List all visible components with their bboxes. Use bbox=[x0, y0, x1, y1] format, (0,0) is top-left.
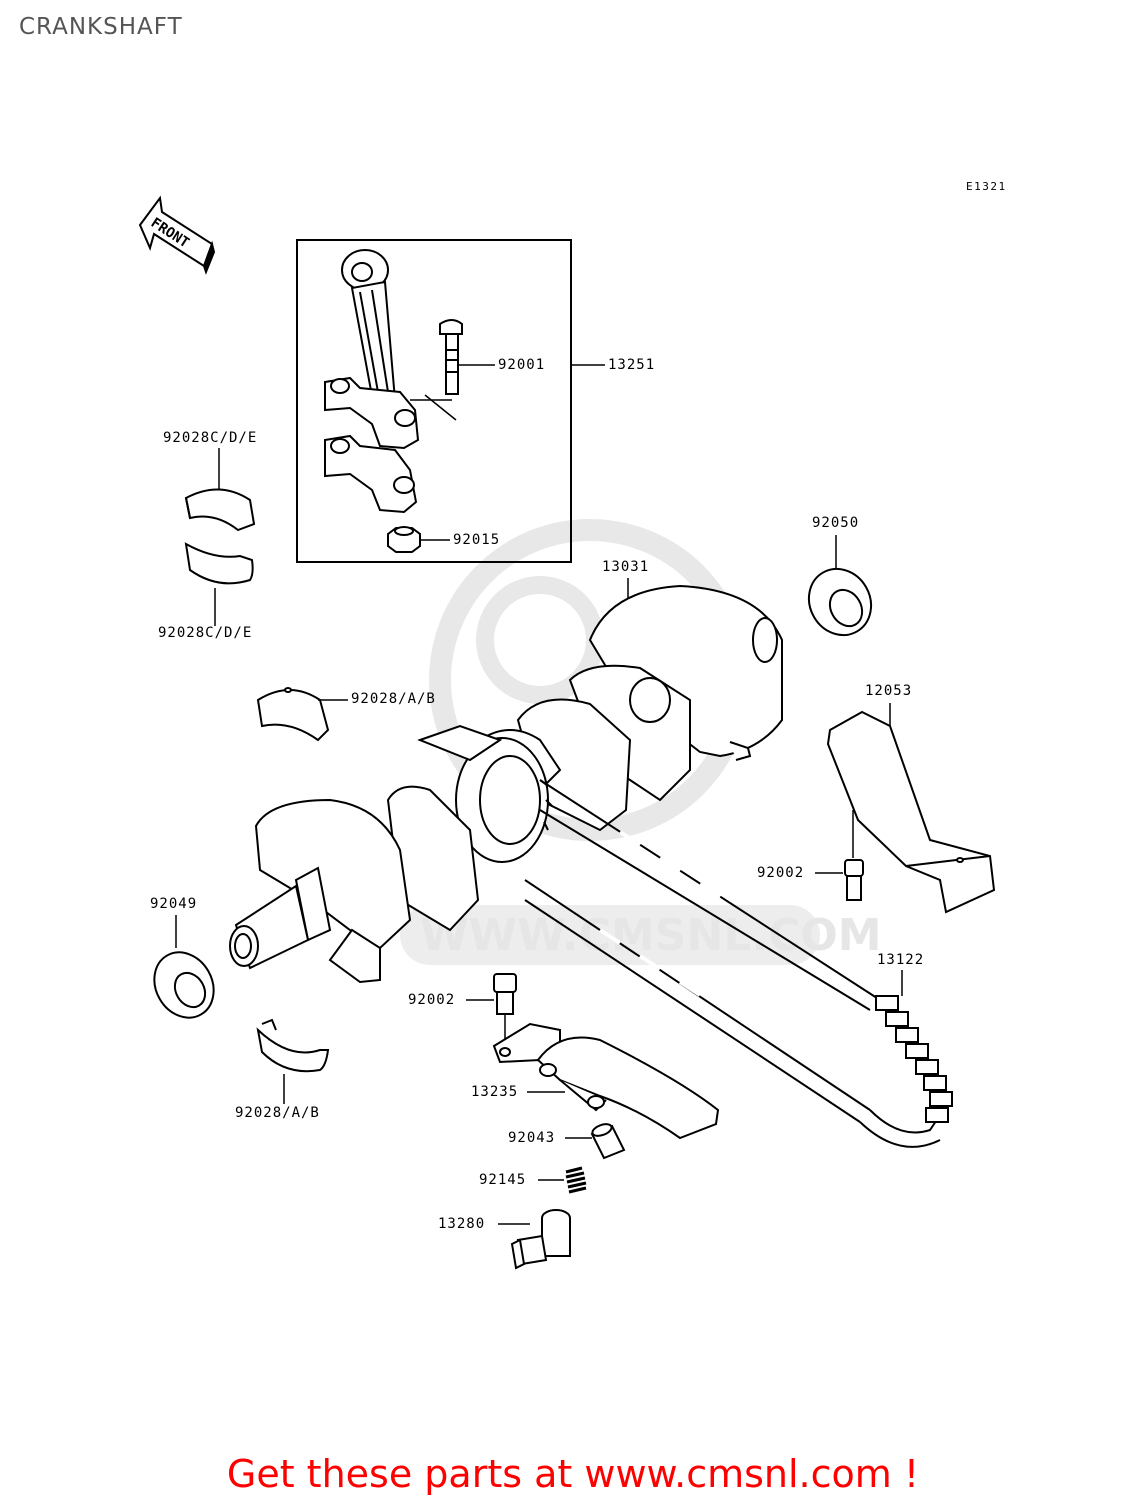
watermark: WWW.CMSNL.COM bbox=[400, 519, 882, 965]
tensioner-plug bbox=[510, 1209, 571, 1270]
part-label-92028ab-top[interactable]: 92028/A/B bbox=[351, 691, 436, 707]
bearing-shell-lower bbox=[184, 542, 254, 585]
part-label-92043[interactable]: 92043 bbox=[508, 1130, 555, 1146]
parts-diagram: WWW.CMSNL.COM E1321 FRONT 92001 13251 bbox=[138, 180, 1007, 1270]
main-bearing-upper bbox=[256, 687, 330, 742]
diagram-code: E1321 bbox=[966, 180, 1007, 193]
part-label-92028cde-top[interactable]: 92028C/D/E bbox=[163, 430, 257, 446]
part-label-92050[interactable]: 92050 bbox=[812, 515, 859, 531]
footer-cta-link[interactable]: Get these parts at www.cmsnl.com ! bbox=[226, 1452, 920, 1496]
bolt-left bbox=[493, 973, 517, 1015]
part-label-12053[interactable]: 12053 bbox=[865, 683, 912, 699]
connecting-rod bbox=[324, 249, 420, 514]
footer-link-container: Get these parts at www.cmsnl.com ! bbox=[0, 1452, 1146, 1496]
part-label-92028ab-bottom[interactable]: 92028/A/B bbox=[235, 1105, 320, 1121]
tensioner-spring bbox=[565, 1166, 587, 1194]
part-label-92001[interactable]: 92001 bbox=[498, 357, 545, 373]
main-bearing-lower bbox=[256, 1018, 330, 1073]
cam-chain bbox=[524, 779, 953, 1148]
part-label-13235[interactable]: 13235 bbox=[471, 1084, 518, 1100]
crankshaft bbox=[229, 584, 783, 984]
watermark-text: WWW.CMSNL.COM bbox=[420, 910, 882, 961]
part-label-92002-left[interactable]: 92002 bbox=[408, 992, 455, 1008]
bearing-shell-upper bbox=[184, 488, 256, 532]
conrod-assembly-box bbox=[296, 239, 572, 563]
part-label-92145[interactable]: 92145 bbox=[479, 1172, 526, 1188]
tensioner-plunger bbox=[590, 1123, 626, 1160]
part-label-92015[interactable]: 92015 bbox=[453, 532, 500, 548]
part-label-92049[interactable]: 92049 bbox=[150, 896, 197, 912]
rod-nut bbox=[387, 526, 421, 553]
rod-bolt bbox=[439, 319, 463, 395]
part-label-92002-right[interactable]: 92002 bbox=[757, 865, 804, 881]
page-title: CRANKSHAFT bbox=[19, 14, 183, 40]
oil-seal-right bbox=[807, 567, 873, 637]
part-label-92028cde-bottom[interactable]: 92028C/D/E bbox=[158, 625, 252, 641]
part-label-13122[interactable]: 13122 bbox=[877, 952, 924, 968]
chain-tensioner-guide bbox=[492, 1022, 720, 1140]
part-label-13280[interactable]: 13280 bbox=[438, 1216, 485, 1232]
part-label-13251[interactable]: 13251 bbox=[608, 357, 655, 373]
oil-seal-left bbox=[153, 951, 215, 1019]
front-arrow-icon: FRONT bbox=[138, 195, 216, 275]
part-label-13031[interactable]: 13031 bbox=[602, 559, 649, 575]
bolt-right bbox=[844, 859, 864, 901]
chain-guide-bracket bbox=[826, 710, 996, 914]
